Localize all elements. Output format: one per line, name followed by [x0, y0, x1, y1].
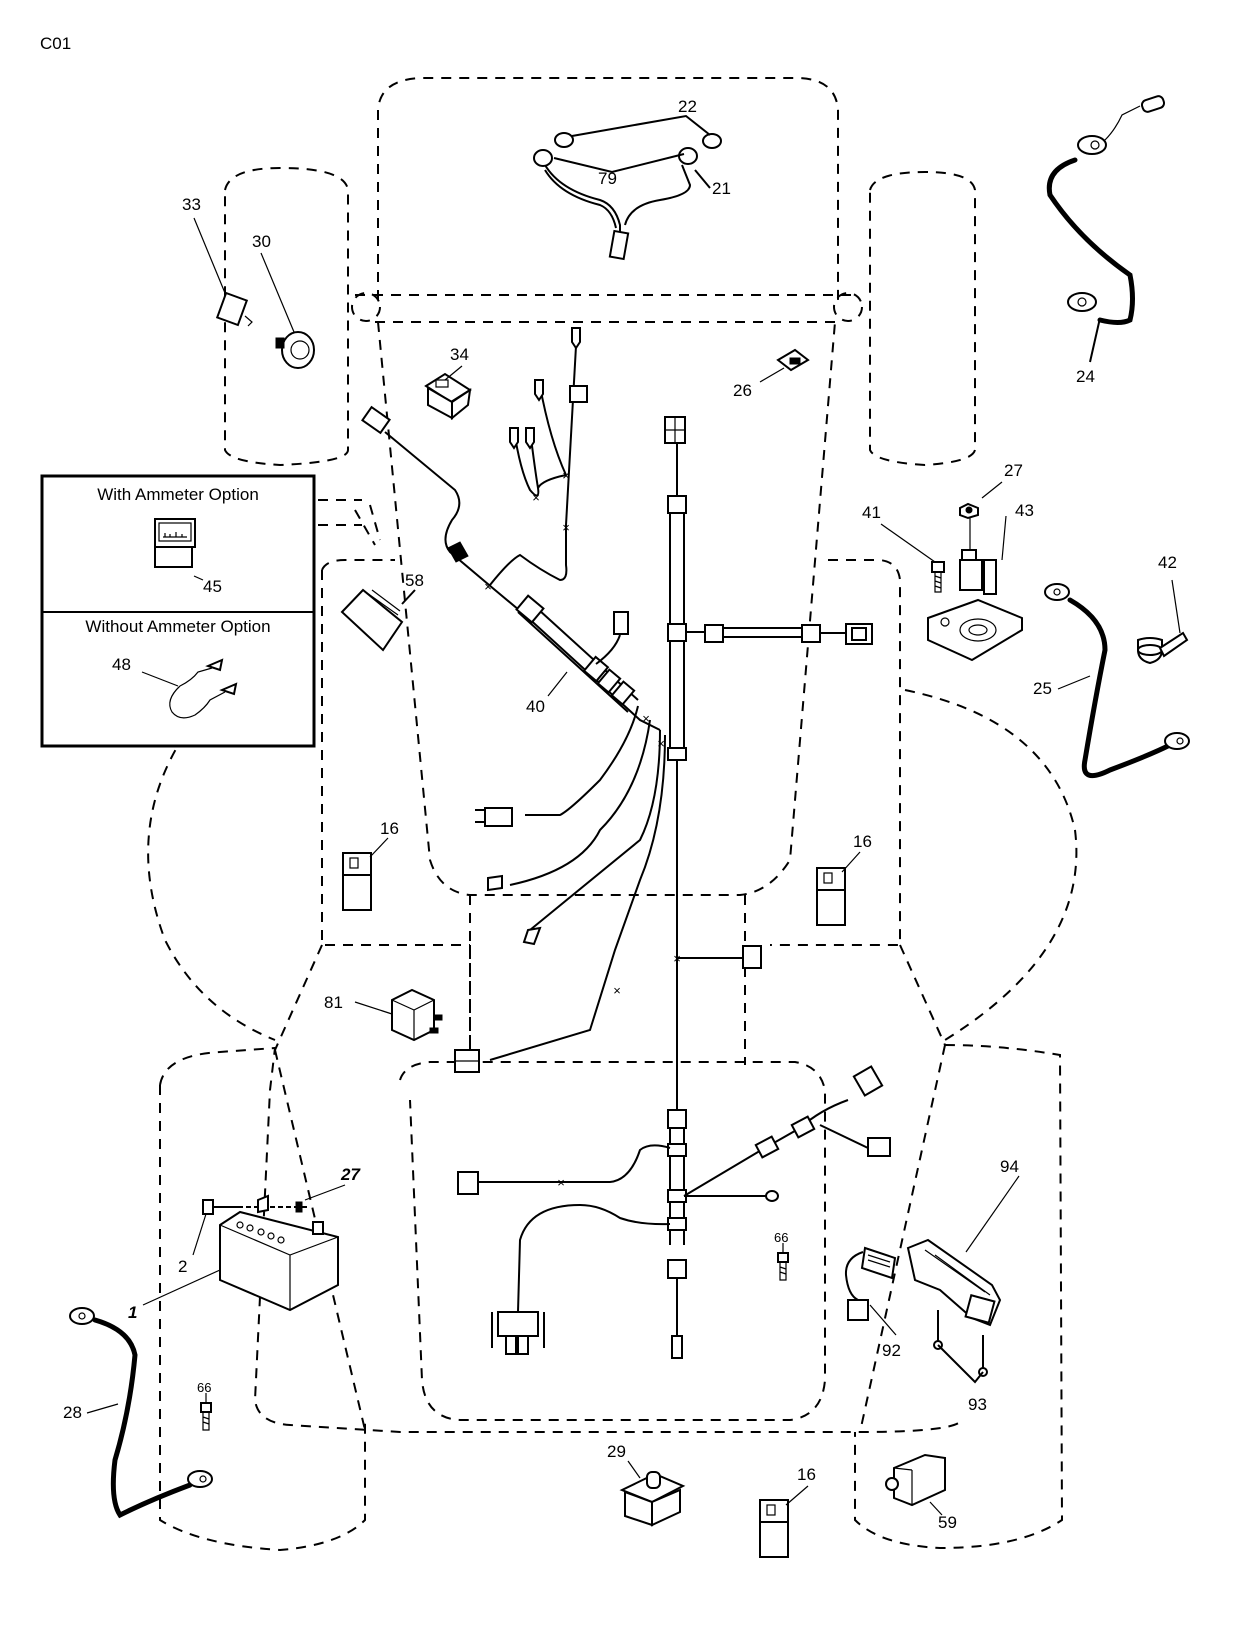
callout-93: 93: [968, 1395, 987, 1414]
callout-58: 58: [405, 571, 424, 590]
nut-icon: [959, 502, 979, 520]
headlight-harness-group: 22 79 21: [533, 97, 731, 261]
ammeter-icon: [154, 518, 204, 581]
key-icon: [215, 291, 253, 327]
battery-icon: [219, 1210, 339, 1312]
callout-24: 24: [1076, 367, 1095, 386]
callout-26: 26: [733, 381, 752, 400]
solenoid-icon: [927, 549, 1023, 662]
callout-41: 41: [862, 503, 881, 522]
diode-module-icon: [885, 1453, 946, 1507]
splice-mark: ×: [557, 1175, 565, 1190]
battery-cable-icon: [69, 1307, 213, 1519]
terminal-boot-icon: [1137, 631, 1189, 665]
splice-mark: ×: [562, 468, 570, 483]
jumper-wire-icon: [141, 658, 238, 719]
with-ammeter-title: With Ammeter Option: [97, 485, 259, 504]
callout-21: 21: [712, 179, 731, 198]
splice-mark: ×: [642, 711, 650, 726]
interlock-switch-icon-right: [816, 867, 846, 926]
wire-harness-icon: × × × × × × ×: [361, 327, 666, 1073]
callout-2: 2: [178, 1257, 187, 1276]
callout-59: 59: [938, 1513, 957, 1532]
positive-cable-icon: [1044, 583, 1190, 779]
callout-92: 92: [882, 1341, 901, 1360]
callout-81: 81: [324, 993, 343, 1012]
splice-mark: ×: [562, 520, 570, 535]
callout-29: 29: [607, 1442, 626, 1461]
callout-94: 94: [1000, 1157, 1019, 1176]
callout-16-right: 16: [853, 832, 872, 851]
splice-mark: ×: [613, 983, 621, 998]
callout-16-bottom: 16: [797, 1465, 816, 1484]
connector-harness-icon: [844, 1246, 897, 1321]
bulb-icon: [554, 132, 722, 149]
callout-30: 30: [252, 232, 271, 251]
callout-25: 25: [1033, 679, 1052, 698]
callout-66-left: 66: [197, 1380, 211, 1395]
interlock-switch-icon-bottom: [759, 1499, 789, 1558]
callout-33: 33: [182, 195, 201, 214]
rocker-switch-icon: [424, 372, 472, 421]
without-ammeter-title: Without Ammeter Option: [85, 617, 270, 636]
callout-45: 45: [203, 577, 222, 596]
callout-66-center: 66: [774, 1230, 788, 1245]
plunger-switch-icon: [619, 1471, 686, 1527]
callout-27-battery: 27: [340, 1165, 361, 1184]
callout-34: 34: [450, 345, 469, 364]
callout-27-solenoid: 27: [1004, 461, 1023, 480]
module-icon: [340, 588, 404, 652]
splice-mark: ×: [532, 490, 540, 505]
splice-mark: ×: [484, 579, 492, 594]
screw-icon-93: [933, 1310, 988, 1377]
callout-43: 43: [1015, 501, 1034, 520]
seat-switch-icon: [906, 1238, 1002, 1327]
splice-mark: ×: [657, 736, 665, 751]
callout-40: 40: [526, 697, 545, 716]
splice-mark: ×: [673, 951, 681, 966]
callout-1: 1: [128, 1303, 137, 1322]
lamp-socket-icon: [533, 147, 698, 167]
screw-icon-66-left: [200, 1393, 212, 1431]
callout-42: 42: [1158, 553, 1177, 572]
headlight-harness-icon: [544, 164, 692, 261]
ignition-switch-icon: [275, 331, 315, 369]
tractor-outline: [147, 77, 1078, 1552]
screw-icon-66-center: [777, 1243, 789, 1281]
main-trunk-harness: × ×: [457, 416, 891, 1359]
relay-icon: [391, 988, 443, 1042]
fuse-icon: [776, 348, 810, 372]
interlock-switch-icon-left: [342, 852, 372, 911]
ammeter-option-inset: With Ammeter Option Without Ammeter Opti…: [40, 474, 316, 748]
callout-16-left: 16: [380, 819, 399, 838]
page-code: C01: [40, 34, 71, 53]
bolt-icon: [202, 1199, 310, 1215]
ground-cable-icon: [1046, 95, 1166, 325]
callout-28: 28: [63, 1403, 82, 1422]
callout-48: 48: [112, 655, 131, 674]
screw-icon-41: [931, 561, 945, 593]
callout-79: 79: [598, 169, 617, 188]
callout-22: 22: [678, 97, 697, 116]
